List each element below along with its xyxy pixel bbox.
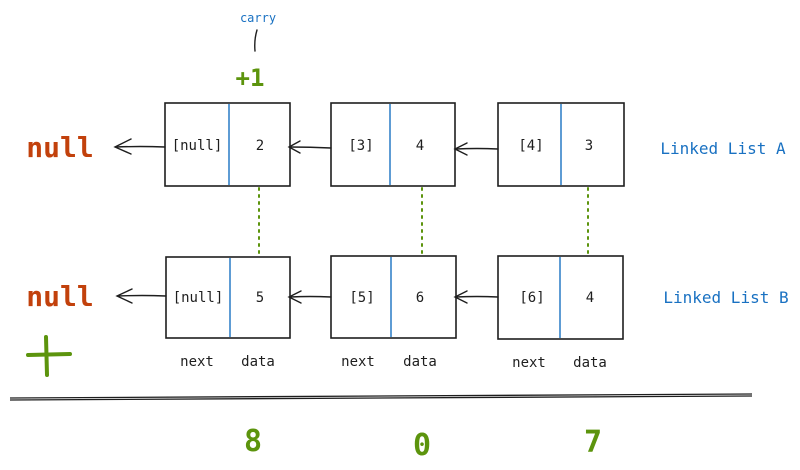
next-pointer: [4] [518,138,543,154]
node-box [164,102,291,187]
field-label-data-2: data [403,354,437,370]
field-label-next-2: next [341,354,375,370]
arrow-shaft [289,146,332,149]
list-a-node-2: [3] 4 [330,102,456,187]
field-label-data-3: data [573,355,607,371]
sum-line-stroke-1 [9,393,753,399]
arrow-head [115,288,133,304]
list-a-node-1: [null] 2 [164,102,291,187]
result-digit-3: 7 [584,425,602,460]
arrow-a1-to-null [113,138,166,155]
arrow-head [113,138,132,155]
arrow-shaft [455,295,499,298]
arrow-head [287,140,301,154]
next-pointer: [3] [348,138,373,154]
arrow-shaft [115,145,166,148]
list-b-node-3: [6] 4 [497,255,624,340]
list-b-node-1: [null] 5 [165,256,291,339]
linked-list-a: [null] 2 [3] 4 [4] 3 Linked List A [164,102,786,187]
arrow-b3-to-b2 [453,290,499,304]
list-b-node-2: [5] 6 [330,255,457,339]
list-a-arrows [113,138,499,156]
next-pointer: [null] [173,290,224,306]
arrow-shaft [455,147,499,150]
result-digit-2: 0 [413,428,431,463]
arrow-head [453,290,468,304]
field-label-data-1: data [241,354,275,370]
arrow-b2-to-b1 [287,290,332,304]
plus-sign [26,335,72,377]
next-pointer: [null] [172,138,223,154]
linked-list-b: [null] 5 [5] 6 [6] 4 Linked List B [165,255,789,340]
field-label-next-1: next [180,354,214,370]
result-digit-1: 8 [244,424,262,459]
plus-vertical [44,335,49,377]
null-label-a: null [26,131,93,164]
data-value: 4 [416,138,424,154]
next-pointer: [5] [349,290,374,306]
sum-line-stroke-2 [9,395,753,401]
data-value: 3 [585,138,593,154]
list-a-node-3: [4] 3 [497,102,625,187]
result-digits: 8 0 7 [244,424,602,463]
sum-line [9,393,753,401]
data-value: 5 [256,290,264,306]
carry-annotation: carry +1 [236,11,277,92]
field-labels: next data next data next data [180,354,607,371]
arrow-head [453,142,468,156]
carry-tick [254,29,258,52]
digit-pairing-lines [258,187,589,256]
list-label-b: Linked List B [663,288,788,307]
list-label-a: Linked List A [660,139,786,158]
arrow-shaft [289,295,332,298]
node-box [497,102,625,187]
data-value: 6 [416,290,424,306]
arrow-head [287,290,302,304]
arrow-a3-to-a2 [453,142,499,156]
arrow-shaft [117,294,167,297]
data-value: 2 [256,138,264,154]
list-b-arrows [115,288,499,304]
carry-value: +1 [236,64,265,92]
plus-horizontal [26,352,72,357]
field-label-next-3: next [512,355,546,371]
data-value: 4 [586,290,594,306]
carry-label: carry [240,11,276,25]
next-pointer: [6] [519,290,544,306]
arrow-b1-to-null [115,288,167,304]
null-label-b: null [26,280,93,313]
arrow-a2-to-a1 [287,140,332,154]
node-box [330,102,456,187]
